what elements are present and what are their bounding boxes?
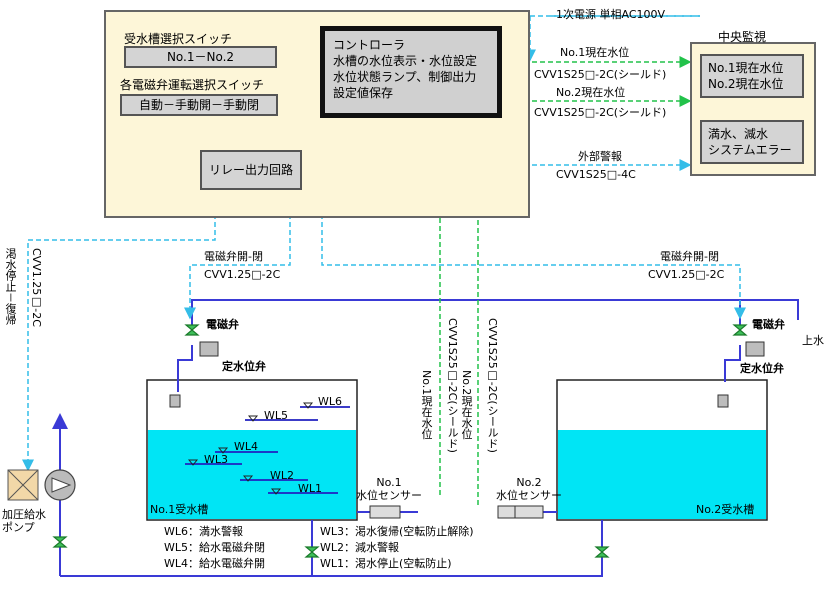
tank1-drawing <box>146 379 358 521</box>
ext-alarm-cable: CVV1S25□-4C <box>556 168 636 181</box>
legend-wl5: WL5：給水電磁弁閉 <box>164 541 266 554</box>
valve-symbols <box>52 324 748 558</box>
pump-signal-cable: CVV1.25□-2C <box>30 248 43 327</box>
valve-mode-title: 各電磁弁運転選択スイッチ <box>120 78 265 92</box>
wl5-label: WL5 <box>264 409 289 422</box>
current-level-box: No.1現在水位 No.2現在水位 <box>700 54 804 98</box>
valve2-signal-label: 電磁弁開-閉 <box>660 250 719 263</box>
valve1-signal-label: 電磁弁開-閉 <box>204 250 263 263</box>
pump-symbol <box>7 469 76 501</box>
select-tank-switch[interactable]: No.1－No.2 <box>124 46 277 68</box>
pump-label-2: ポンプ <box>2 521 35 534</box>
legend-wl6: WL6：満水警報 <box>164 525 244 538</box>
tank1-sensor-no: No.1 <box>376 476 402 489</box>
select-tank-title: 受水槽選択スイッチ <box>124 32 233 46</box>
tank1-float-valve-label: 定水位弁 <box>222 360 266 373</box>
tank1-sensor-label: No.1 水位センサー <box>354 476 424 502</box>
vertical-no1-label: No.1現在水位 <box>420 370 433 440</box>
tank1-sensor-name: 水位センサー <box>356 489 422 502</box>
legend-wl2: WL2：減水警報 <box>320 541 400 554</box>
controller-line-4: 設定値保存 <box>333 86 394 100</box>
valve1-signal-cable: CVV1.25□-2C <box>204 268 281 281</box>
legend-wl4: WL4：給水電磁弁開 <box>164 557 266 570</box>
wl1-label: WL1 <box>298 482 323 495</box>
controller-line-2: 水槽の水位表示・水位設定 <box>333 54 478 68</box>
current-level-no2: No.2現在水位 <box>708 77 784 91</box>
no2-signal-cable: CVV1S25□-2C(シールド) <box>534 106 667 119</box>
no2-signal-label: No.2現在水位 <box>556 86 626 99</box>
controller-line-3: 水位状態ランプ、制御出力 <box>333 70 477 84</box>
wl3-label: WL3 <box>204 453 229 466</box>
vertical-no1-cable: CVV1S25□-2C(シールド) <box>446 318 459 453</box>
central-monitor-title: 中央監視 <box>718 30 767 44</box>
legend-left: WL6：満水警報 WL5：給水電磁弁閉 WL4：給水電磁弁開 <box>164 524 265 572</box>
valve2-signal-cable: CVV1.25□-2C <box>648 268 725 281</box>
sensor-symbols <box>369 505 544 519</box>
power-label: 1次電源 単相AC100V <box>556 8 666 21</box>
wl2-label: WL2 <box>270 469 295 482</box>
vertical-no2-cable: CVV1S25□-2C(シールド) <box>486 318 499 453</box>
controller-box: コントローラ 水槽の水位表示・水位設定 水位状態ランプ、制御出力 設定値保存 <box>320 26 502 118</box>
alarm-box: 満水、減水 システムエラー <box>700 120 804 164</box>
wl4-label: WL4 <box>234 440 259 453</box>
tank2-sensor-no: No.2 <box>516 476 542 489</box>
pump-label-1: 加圧給水 <box>2 508 46 521</box>
no1-signal-cable: CVV1S25□-2C(シールド) <box>534 68 667 81</box>
valve-mode-switch[interactable]: 自動－手動開－手動閉 <box>120 94 278 116</box>
tank2-name: No.2受水槽 <box>696 503 755 516</box>
tank2-sensor-label: No.2 水位センサー <box>486 476 572 502</box>
tank2-supply-label: 上水 <box>802 334 824 347</box>
legend-wl3: WL3：渇水復帰(空転防止解除) <box>320 525 474 538</box>
ext-alarm-label: 外部警報 <box>578 150 622 163</box>
tank2-valve-label: 電磁弁 <box>752 318 785 331</box>
pump-signal-label: 渇水停止－復帰 <box>4 248 17 325</box>
alarm-system-error: システムエラー <box>708 143 792 157</box>
relay-output-box: リレー出力回路 <box>200 150 302 190</box>
legend-wl1: WL1：渇水停止(空転防止) <box>320 557 452 570</box>
tank2-sensor-name: 水位センサー <box>496 489 562 502</box>
vertical-no2-label: No.2現在水位 <box>460 370 473 440</box>
no1-signal-label: No.1現在水位 <box>560 46 630 59</box>
pump-label: 加圧給水 ポンプ <box>2 508 46 534</box>
current-level-no1: No.1現在水位 <box>708 61 784 75</box>
controller-line-1: コントローラ <box>333 38 406 52</box>
wl6-label: WL6 <box>318 395 343 408</box>
alarm-full-low: 満水、減水 <box>708 127 769 141</box>
float-valve-symbols <box>169 341 765 408</box>
tank2-drawing <box>556 379 768 521</box>
legend-right: WL3：渇水復帰(空転防止解除) WL2：減水警報 WL1：渇水停止(空転防止) <box>320 524 474 572</box>
tank2-float-valve-label: 定水位弁 <box>740 362 784 375</box>
tank1-name: No.1受水槽 <box>150 503 209 516</box>
tank1-valve-label: 電磁弁 <box>206 318 239 331</box>
